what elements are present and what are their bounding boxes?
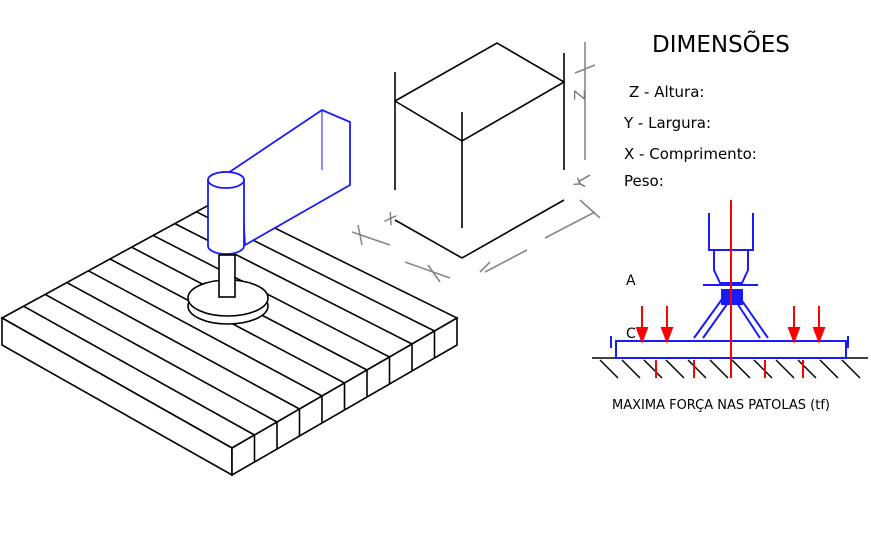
ground-hatch: [643, 359, 663, 379]
dimension-box: [394, 42, 566, 259]
force-arrowhead: [660, 327, 674, 344]
height-label: Z - Altura:: [629, 83, 705, 101]
ground-hatch: [621, 359, 641, 379]
length-label: X - Comprimento:: [624, 145, 757, 163]
ground-hatch: [709, 359, 729, 379]
slat-line: [44, 293, 278, 423]
point-a-label: A: [626, 273, 636, 289]
dimensions-title: DIMENSÕES: [652, 32, 790, 58]
outrigger-force-caption: MAXIMA FORÇA NAS PATOLAS (tf): [612, 398, 830, 413]
ground-hatch: [775, 359, 795, 379]
force-arrowhead: [787, 327, 801, 344]
ground-hatch: [841, 359, 861, 379]
ground-hatch: [797, 359, 817, 379]
slat-line: [152, 234, 390, 358]
slat-line: [66, 281, 300, 410]
ground-hatch: [819, 359, 839, 379]
slat-line: [88, 270, 323, 397]
weight-label: Peso:: [624, 172, 664, 190]
ground-hatch: [599, 359, 619, 379]
force-arrowhead: [635, 327, 649, 344]
slat-line: [23, 305, 255, 436]
ground-hatch: [687, 359, 707, 379]
point-c-label: C: [626, 326, 636, 342]
ground-hatch: [753, 359, 773, 379]
ground-hatch: [731, 359, 751, 379]
robot: [207, 108, 351, 255]
width-label: Y - Largura:: [624, 114, 712, 132]
turntable: [187, 254, 269, 325]
z-dimension-letter: Z: [570, 89, 589, 101]
dimension-lines: [351, 42, 601, 283]
ground-hatch: [665, 359, 685, 379]
outrigger-diagram: [592, 200, 868, 379]
force-arrowhead: [812, 327, 826, 344]
